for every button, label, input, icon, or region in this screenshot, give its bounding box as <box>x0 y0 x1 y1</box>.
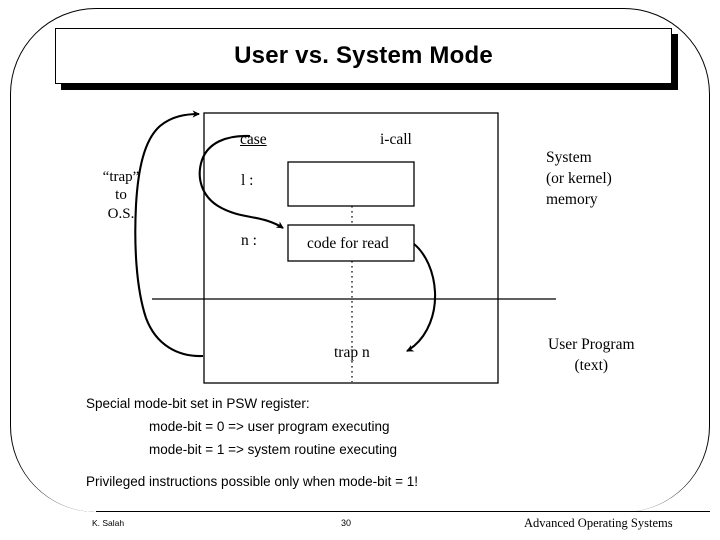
row-n-label: n : <box>241 232 257 249</box>
body-line-mode-bit-1: mode-bit = 1 => system routine executing <box>149 442 398 457</box>
case-label: case <box>240 131 267 148</box>
trap-to-os-label: “trap” to O.S. <box>102 169 140 222</box>
system-memory-label: System (or kernel) memory <box>546 149 612 208</box>
i-call-label: i-call <box>380 131 412 148</box>
footer-author: K. Salah <box>92 518 125 528</box>
body-line-mode-bit-0: mode-bit = 0 => user program executing <box>149 419 390 434</box>
code-for-read-label: code for read <box>307 235 389 252</box>
body-line-mode-bit-intro: Special mode-bit set in PSW register: <box>86 396 310 411</box>
body-line-privileged: Privileged instructions possible only wh… <box>86 474 419 489</box>
trap-n-label: trap n <box>334 344 370 361</box>
user-program-label: User Program (text) <box>548 336 635 374</box>
page-title: User vs. System Mode <box>234 42 493 69</box>
footer-page-number: 30 <box>341 518 352 528</box>
row-l-label: l : <box>241 172 254 189</box>
title-box: User vs. System Mode <box>55 28 672 84</box>
footer-divider-line <box>96 511 710 512</box>
page-border-decoration <box>10 8 710 512</box>
footer-course-title: Advanced Operating Systems <box>524 516 673 530</box>
